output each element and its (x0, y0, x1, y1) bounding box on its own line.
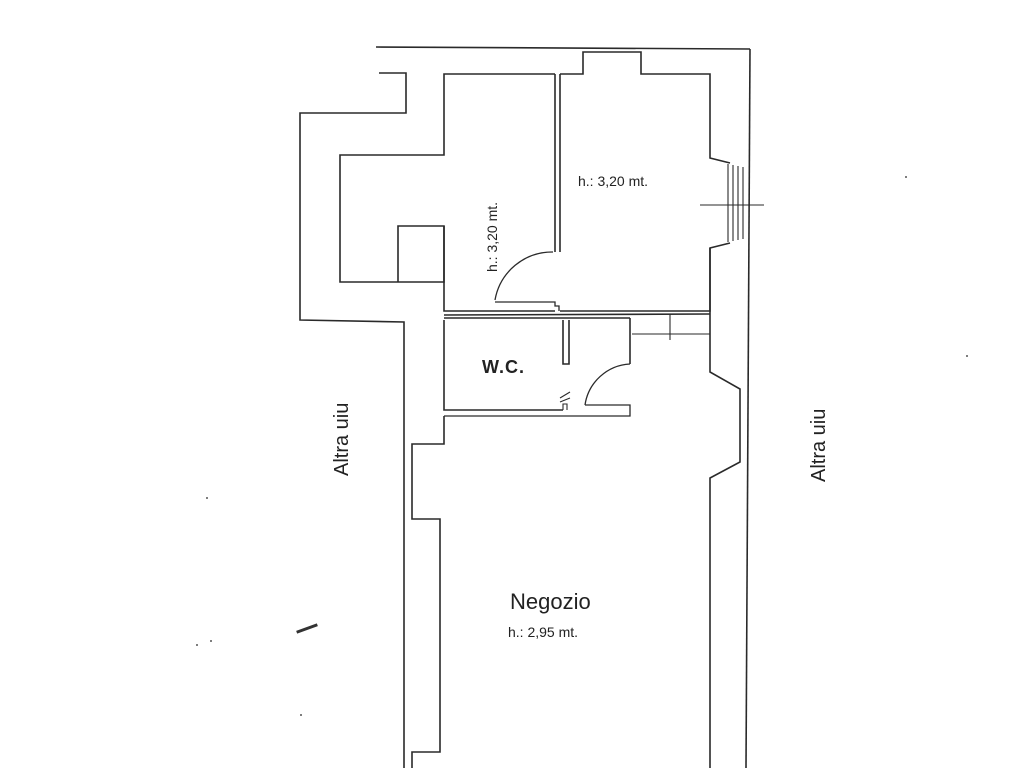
scan-speck (206, 497, 208, 499)
wc-fixture-icon (559, 391, 571, 410)
scan-speck (966, 355, 968, 357)
top-boundary-line (375, 46, 751, 50)
wc-label: W.C. (482, 357, 525, 377)
corridor-line-top (443, 313, 711, 316)
room-upper-left-height: h.: 3,20 mt. (484, 201, 500, 272)
left-outer-wall (299, 72, 407, 768)
upper-right-room-lower (560, 242, 731, 312)
adjacent-unit-right-label: Altra uiu (808, 408, 830, 482)
door-leaf-upper (495, 301, 560, 311)
upper-left-room-inner (443, 226, 555, 312)
right-inner-wall (709, 248, 741, 768)
scan-speck (905, 176, 907, 178)
negozio-height: h.: 2,95 mt. (508, 624, 579, 640)
scan-speck (210, 640, 212, 642)
wc-wall (443, 320, 563, 411)
negozio-label: Negozio (510, 589, 591, 614)
room-upper-right-height: h.: 3,20 mt. (578, 173, 649, 189)
upper-left-room-wall (339, 73, 555, 283)
door-arc-wc (584, 363, 631, 406)
adjacent-unit-left-label: Altra uiu (331, 402, 353, 476)
right-boundary-line (745, 48, 751, 768)
scan-speck (196, 644, 198, 646)
negozio-left-wall (411, 416, 445, 768)
door-leaf-wc (444, 404, 631, 417)
upper-right-room-wall (560, 51, 731, 164)
scan-speck (300, 714, 302, 716)
wc-stub (562, 320, 570, 365)
door-arc-upper (494, 251, 554, 301)
